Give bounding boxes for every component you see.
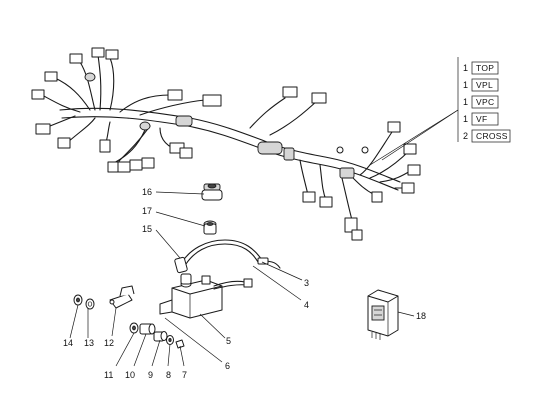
- callout-18: 18: [416, 311, 426, 321]
- legend-qty: 1: [463, 80, 468, 90]
- grommet-part-17: [203, 220, 217, 235]
- harness-connectors: [31, 47, 421, 241]
- callout-16: 16: [142, 187, 152, 197]
- callout-9: 9: [148, 370, 153, 380]
- ignition-coil-part-5: [159, 273, 253, 319]
- ht-cable-part-15: [174, 239, 281, 274]
- legend-row-vf: 1 VF: [463, 112, 499, 126]
- legend-qty: 1: [463, 97, 468, 107]
- callout-7: 7: [182, 370, 187, 380]
- leader-lines: [69, 191, 415, 367]
- callout-12: 12: [104, 338, 114, 348]
- legend-row-top: 1 TOP: [463, 61, 499, 75]
- callout-15: 15: [142, 224, 152, 234]
- grommet-part-16: [201, 183, 223, 201]
- hardware-part-11: [129, 322, 139, 334]
- legend-qty: 2: [463, 131, 468, 141]
- legend-qty: 1: [463, 63, 468, 73]
- callout-14: 14: [63, 338, 73, 348]
- legend-table: 1 TOP 1 VPL 1 VPC 1 VF 2 CROSS: [369, 57, 511, 166]
- electronic-module-part-18: [367, 289, 399, 340]
- callout-10: 10: [125, 370, 135, 380]
- callout-13: 13: [84, 338, 94, 348]
- callout-17: 17: [142, 206, 152, 216]
- legend-row-vpc: 1 VPC: [463, 95, 499, 109]
- callout-5: 5: [226, 336, 231, 346]
- callout-labels: 16 17 15 3 4 5 6 7 8 9 10 11 12 13 14 18: [63, 187, 426, 380]
- legend-code: VPC: [476, 97, 494, 107]
- callout-4: 4: [304, 300, 309, 310]
- legend-code: CROSS: [476, 131, 508, 141]
- legend-code: VF: [476, 114, 487, 124]
- hardware-part-9: [153, 331, 168, 342]
- bracket-part-12: [109, 285, 135, 309]
- callout-6: 6: [225, 361, 230, 371]
- callout-8: 8: [166, 370, 171, 380]
- hardware-part-14: [73, 294, 83, 306]
- main-wiring-harness: [39, 54, 413, 221]
- legend-row-vpl: 1 VPL: [463, 78, 499, 92]
- legend-row-cross: 2 CROSS: [463, 129, 511, 143]
- hardware-part-8: [166, 335, 174, 345]
- legend-qty: 1: [463, 114, 468, 124]
- hardware-part-10: [139, 323, 156, 335]
- legend-code: TOP: [476, 63, 494, 73]
- callout-11: 11: [104, 370, 113, 380]
- callout-3: 3: [304, 278, 309, 288]
- legend-code: VPL: [476, 80, 493, 90]
- hardware-part-13: [85, 298, 95, 310]
- hardware-part-7: [175, 339, 185, 349]
